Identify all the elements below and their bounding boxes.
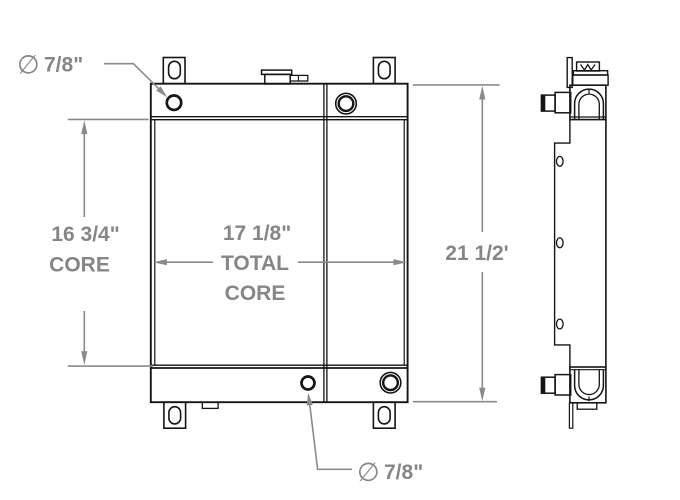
side-port-bottom: [540, 373, 572, 396]
core-height-label: CORE: [49, 254, 110, 277]
filler-cap: [260, 69, 309, 85]
mounting-bracket-top-left: [162, 56, 186, 85]
bottom-tab: [201, 401, 219, 410]
bracket-slot: [377, 405, 391, 425]
arrow-down: [479, 387, 486, 402]
side-filler-cap: [572, 61, 609, 86]
callout-bottom-hole: ∅ 7/8": [306, 392, 423, 487]
arrow-up: [81, 120, 88, 134]
total-core-value: 17 1/8": [223, 222, 291, 245]
side-top-plate: [566, 56, 573, 89]
port-top-right: [334, 92, 358, 115]
leader-arrow: [156, 86, 168, 98]
side-oval-hole: [555, 237, 564, 249]
total-core-label1: TOTAL: [221, 252, 289, 275]
diameter-symbol: ∅: [357, 457, 380, 487]
bracket-slot: [377, 60, 391, 80]
side-body-left-edge: [553, 119, 571, 367]
arrow-down: [81, 351, 88, 365]
mounting-bracket-bottom-left: [163, 401, 187, 430]
side-top-arch: [573, 88, 605, 120]
arrow-up: [479, 85, 486, 100]
top-hole-value: 7/8": [44, 54, 83, 77]
core-height-value: 16 3/4": [51, 223, 119, 246]
front-view: [149, 56, 409, 430]
bracket-slot: [168, 405, 182, 425]
side-bottom-hanger: [568, 402, 574, 429]
overall-height-value: 21 1/2': [445, 242, 508, 265]
port-bottom-right: [379, 371, 402, 394]
bracket-slot: [167, 60, 182, 80]
callout-top-hole: ∅ 7/8": [17, 50, 168, 98]
leader-arrow: [306, 392, 313, 406]
hole-bottom: [300, 375, 316, 391]
side-top-tank: [569, 84, 607, 121]
bottom-hole-value: 7/8": [384, 461, 423, 484]
side-bottom-plate: [576, 402, 598, 410]
mounting-bracket-top-right: [372, 56, 396, 85]
hole-top-left: [165, 94, 183, 112]
dim-total-core: 17 1/8" TOTAL CORE: [153, 222, 408, 305]
leader-line: [104, 62, 162, 92]
overflow-nub: [289, 74, 309, 82]
radiator-body-outline: [149, 82, 409, 404]
side-oval-hole: [555, 318, 564, 330]
dim-overall-height: 21 1/2': [445, 85, 509, 402]
dimensions: 16 3/4" CORE 17 1/8" TOTAL CORE 21 1/2' …: [17, 50, 509, 488]
arrow-left: [153, 259, 167, 266]
side-oval-hole: [555, 155, 564, 167]
dim-core-height: 16 3/4" CORE: [49, 120, 120, 365]
leader-line: [308, 403, 352, 471]
total-core-label2: CORE: [225, 282, 286, 305]
diameter-symbol: ∅: [17, 50, 40, 80]
side-port-top: [540, 91, 572, 114]
arrow-right: [393, 259, 408, 266]
mounting-bracket-bottom-right: [372, 401, 396, 430]
side-view: [540, 56, 609, 429]
side-bottom-arch: [573, 369, 605, 402]
